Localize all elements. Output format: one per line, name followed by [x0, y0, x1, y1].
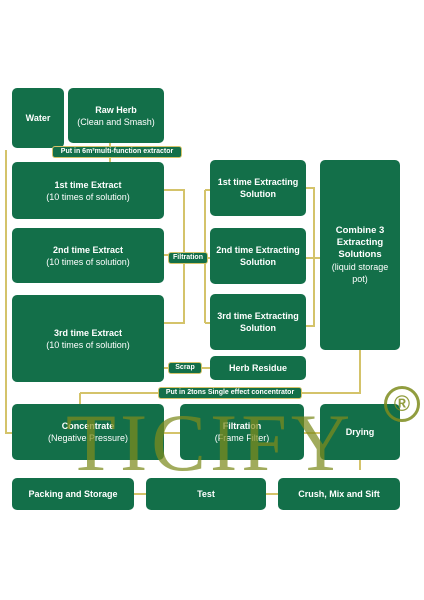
scrap-connector-label: Scrap	[168, 362, 202, 374]
combine-sub: (liquid storage pot)	[331, 262, 389, 284]
raw-herb-sub: (Clean and Smash)	[77, 116, 155, 127]
extract3-sub: (10 times of solution)	[46, 339, 130, 350]
extract1-title: 1st time Extract	[54, 179, 122, 190]
put-in-extractor-label: Put in 6m³multi-function extractor	[52, 146, 182, 158]
packing-node: Packing and Storage	[12, 478, 134, 510]
test-title: Test	[197, 489, 215, 499]
filtration-title: Filtration	[222, 421, 262, 431]
extract2-node: 2nd time Extract (10 times of solution)	[12, 228, 164, 283]
combine-node: Combine 3 Extracting Solutions (liquid s…	[320, 160, 400, 350]
extract2-title: 2nd time Extract	[52, 244, 124, 255]
solution3-title: 3rd time Extracting Solution	[217, 311, 299, 333]
extract3-node: 3rd time Extract (10 times of solution)	[12, 295, 164, 382]
herb-residue-node: Herb Residue	[210, 356, 306, 380]
extract1-node: 1st time Extract (10 times of solution)	[12, 162, 164, 219]
crush-title: Crush, Mix and Sift	[298, 489, 380, 499]
drying-title: Drying	[345, 427, 375, 437]
raw-herb-node: Raw Herb (Clean and Smash)	[68, 88, 164, 143]
extract1-sub: (10 times of solution)	[46, 191, 130, 202]
crush-node: Crush, Mix and Sift	[278, 478, 400, 510]
filtration-connector-label: Filtration	[168, 252, 208, 264]
solution1-node: 1st time Extracting Solution	[210, 160, 306, 216]
extract3-title: 3rd time Extract	[53, 327, 123, 338]
solution2-node: 2nd time Extracting Solution	[210, 228, 306, 284]
put-in-concentrator-label: Put in 2tons Single effect concentrator	[158, 387, 302, 399]
packing-title: Packing and Storage	[28, 489, 118, 499]
filtration-sub: (Frame Filter)	[214, 433, 270, 443]
solution1-title: 1st time Extracting Solution	[217, 177, 299, 199]
raw-herb-title: Raw Herb	[95, 104, 137, 115]
water-title: Water	[25, 113, 51, 123]
extract2-sub: (10 times of solution)	[46, 256, 130, 267]
concentrate-title: Concentrate	[61, 421, 115, 431]
filtration-node: Filtration (Frame Filter)	[180, 404, 304, 460]
concentrate-node: Concentrate (Negative Pressure)	[12, 404, 164, 460]
combine-title: Combine 3 Extracting Solutions	[335, 225, 385, 260]
test-node: Test	[146, 478, 266, 510]
water-node: Water	[12, 88, 64, 148]
solution2-title: 2nd time Extracting Solution	[216, 245, 300, 267]
solution3-node: 3rd time Extracting Solution	[210, 294, 306, 350]
concentrate-sub: (Negative Pressure)	[47, 433, 129, 443]
drying-node: Drying	[320, 404, 400, 460]
herb-residue-title: Herb Residue	[228, 363, 288, 373]
